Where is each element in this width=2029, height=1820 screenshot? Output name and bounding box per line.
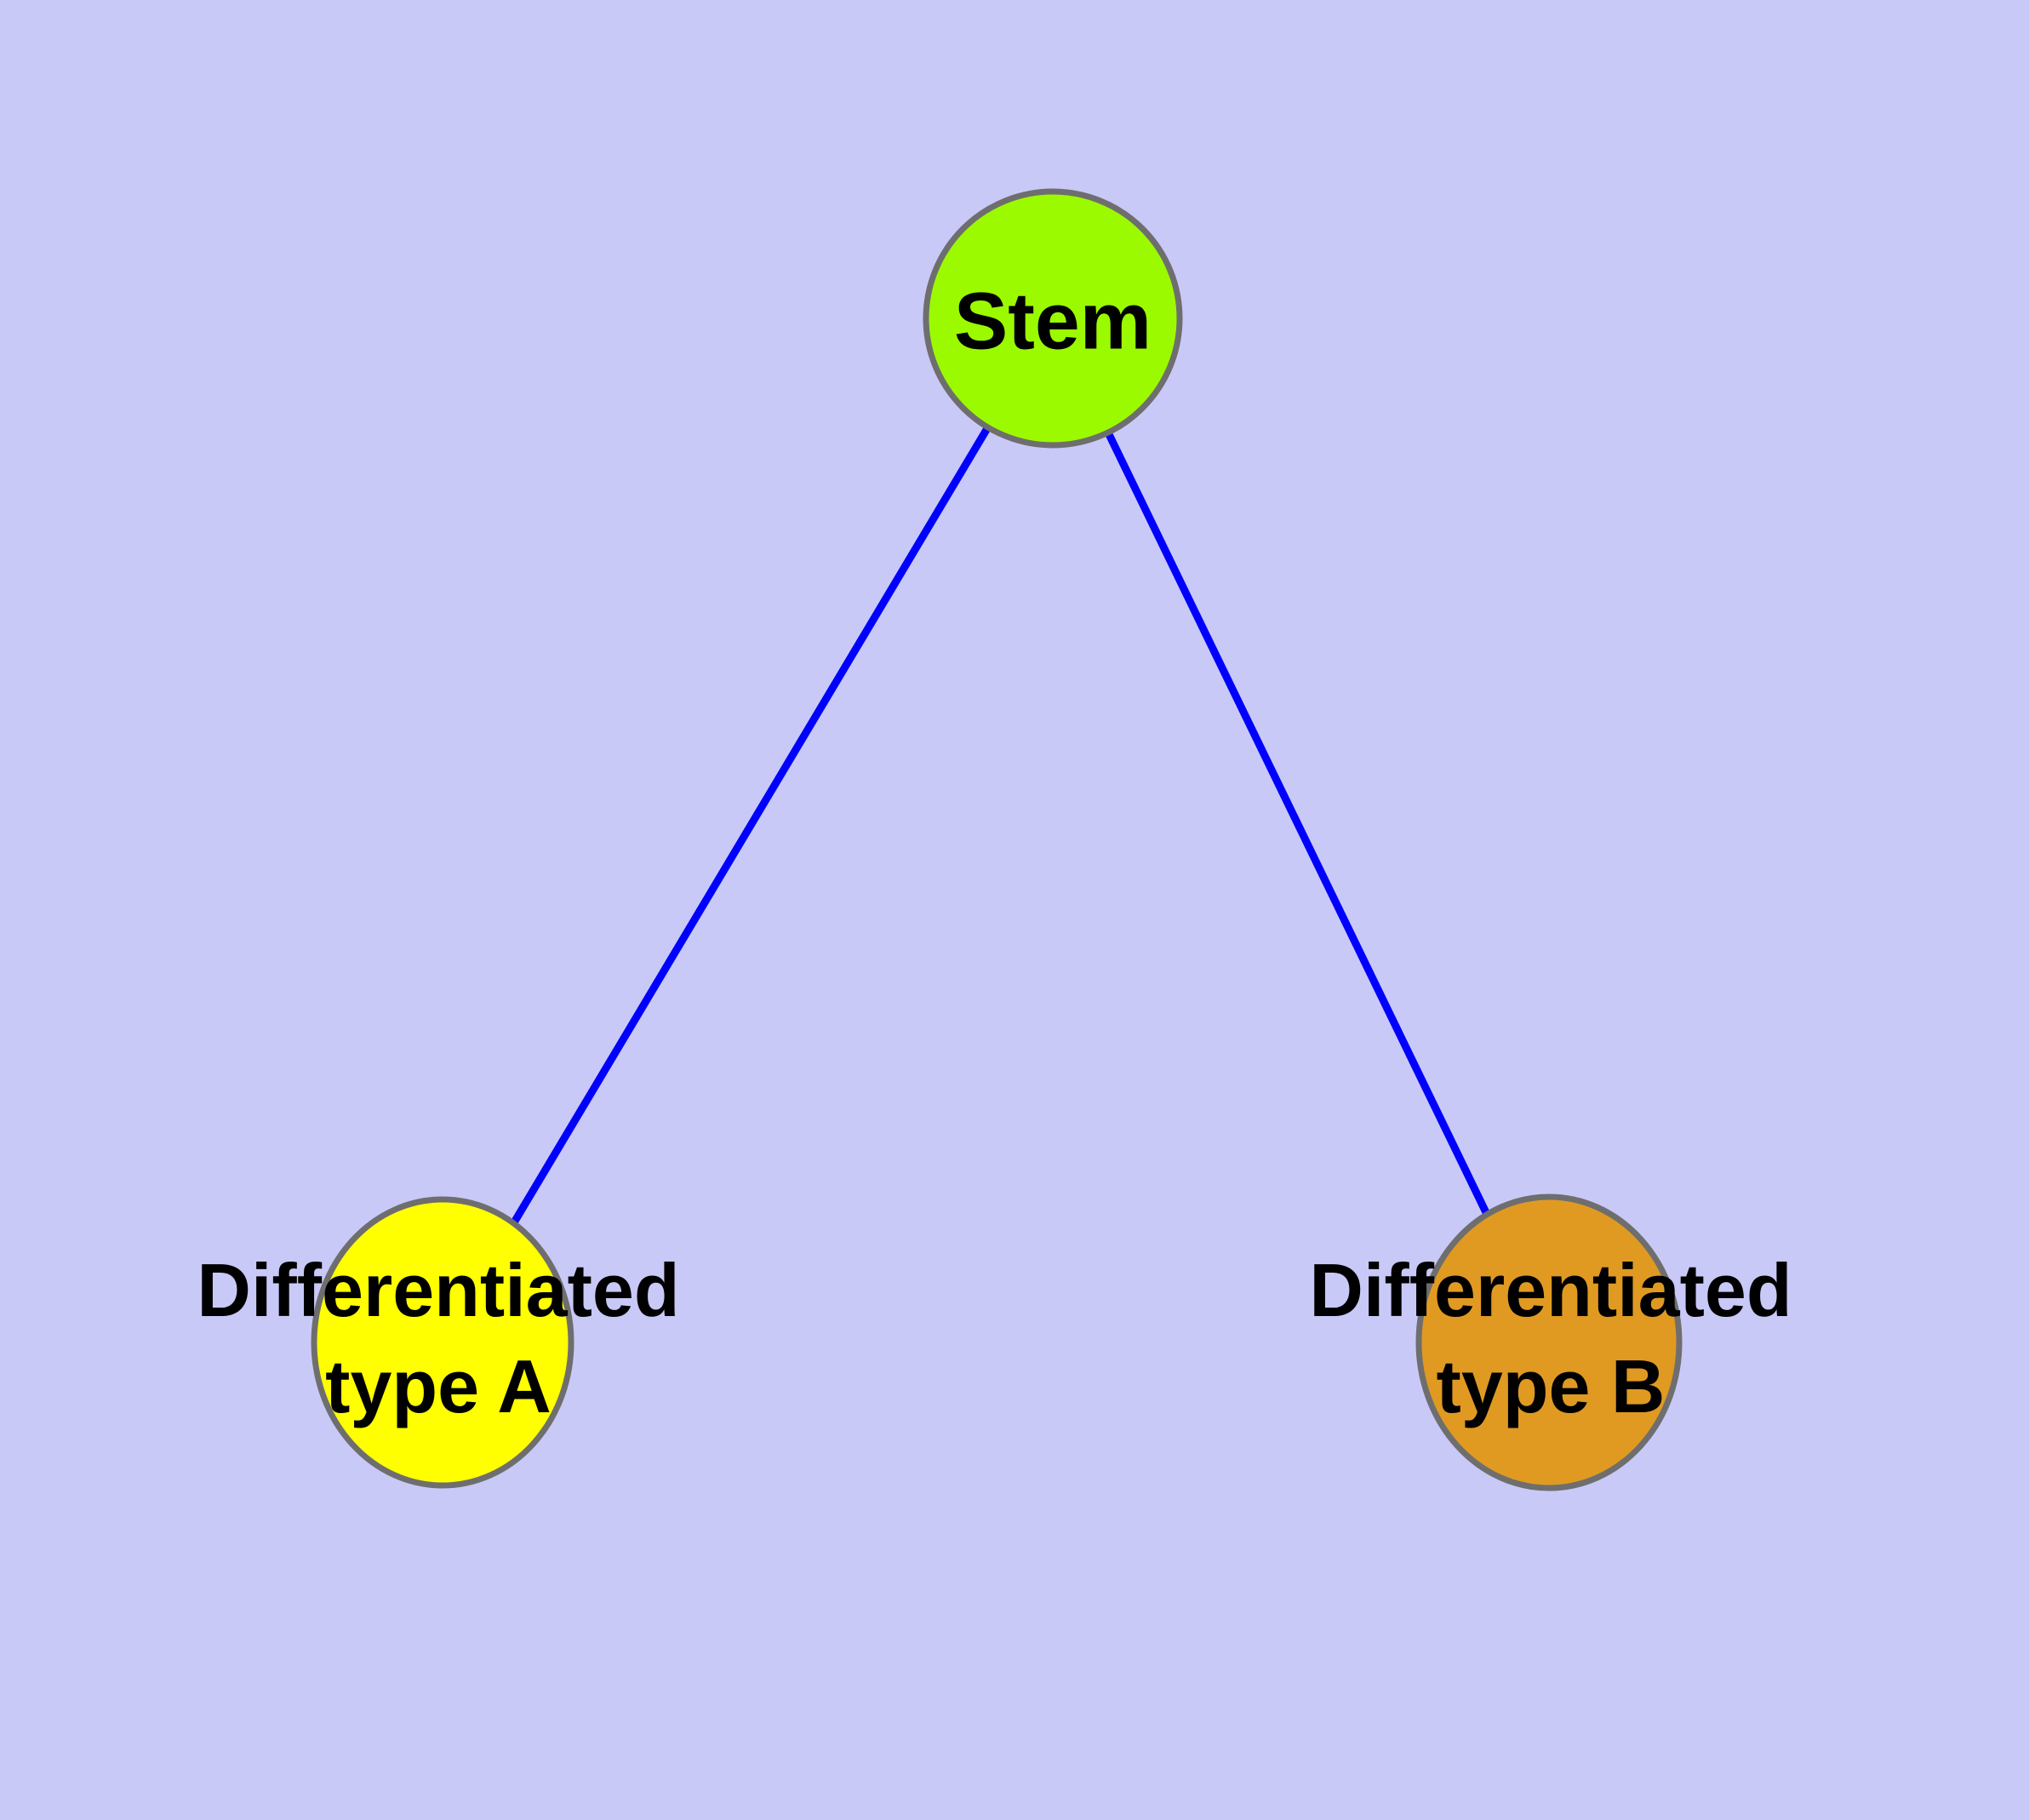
node-type-b-circle xyxy=(1415,1193,1683,1491)
edge-stem-to-type-a xyxy=(439,316,1056,1345)
edge-stem-to-type-b xyxy=(1049,317,1553,1344)
node-type-a-circle xyxy=(311,1196,574,1489)
node-stem-circle xyxy=(923,188,1183,449)
